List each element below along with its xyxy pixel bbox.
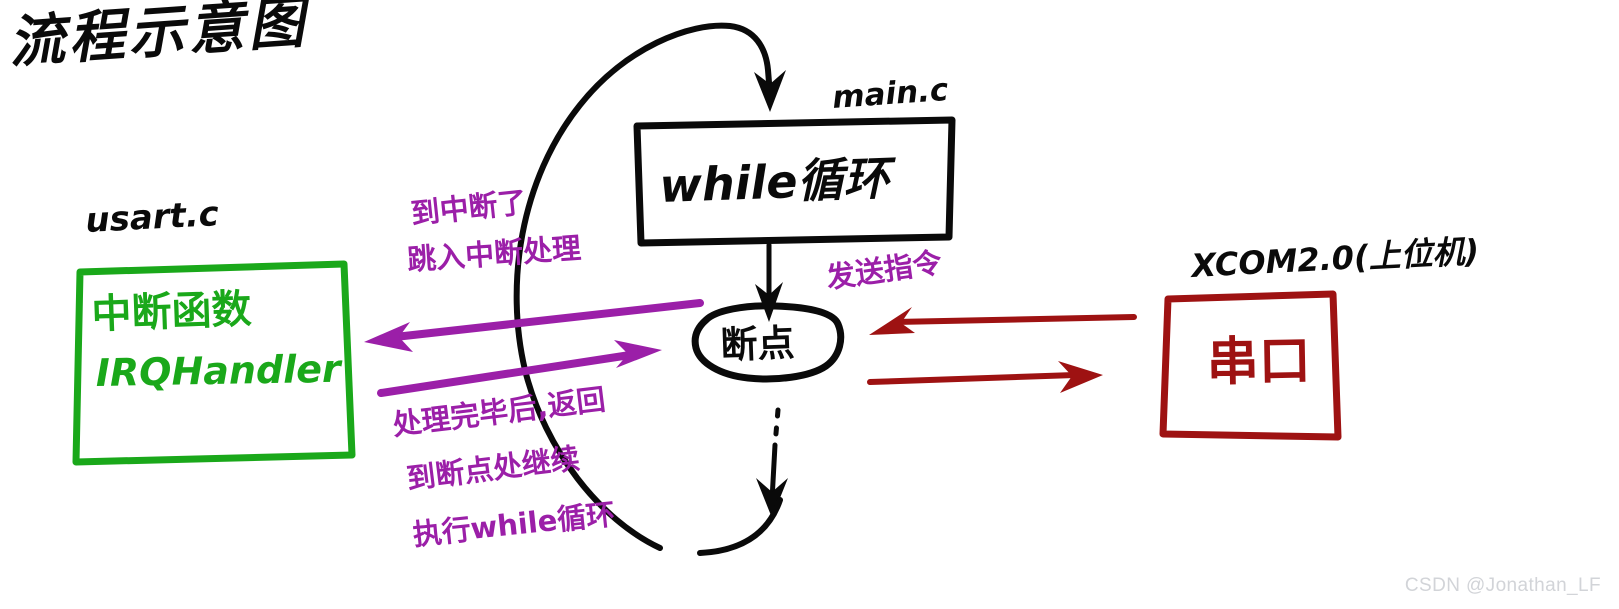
breakpoint-oval-outline	[691, 302, 845, 383]
main-loop-curve-path	[513, 22, 773, 551]
page-title: 流程示意图	[6, 0, 314, 76]
csdn-watermark: CSDN @Jonathan_LF	[1404, 575, 1601, 596]
main-box-text: while循环	[658, 151, 898, 213]
enter-interrupt-arrowhead	[364, 322, 413, 352]
serial-box-outline	[1159, 290, 1342, 441]
breakpoint-continue-arrow	[697, 407, 788, 556]
serial-box-text: 串口	[1206, 331, 1311, 393]
while-to-breakpoint-arrow	[755, 242, 783, 322]
breakpoint-text: 断点	[720, 321, 795, 367]
enter-interrupt-label-line2: 跳入中断处理	[406, 231, 582, 277]
send-command-label: 发送指令	[823, 245, 945, 295]
enter-interrupt-arrow: 到中断了 跳入中断处理	[364, 185, 704, 352]
usart-box-line1: 中断函数	[91, 286, 253, 338]
return-label-line1: 处理完毕后,返回	[390, 382, 608, 442]
breakpoint-continue-shaft	[769, 442, 778, 503]
breakpoint-node-group: 断点	[691, 302, 845, 383]
breakpoint-to-serial-arrowhead	[1058, 361, 1103, 393]
while-to-breakpoint-arrowhead	[755, 282, 783, 322]
breakpoint-to-serial-arrow	[867, 361, 1103, 393]
breakpoint-to-serial-path	[867, 372, 1078, 385]
xcom-label: XCOM2.0(上位机)	[1188, 232, 1480, 285]
main-file-label: main.c	[831, 72, 950, 116]
return-from-interrupt-arrowhead	[614, 340, 662, 368]
serial-to-breakpoint-path	[892, 314, 1137, 325]
main-node-group: main.c while循环	[633, 72, 956, 247]
serial-node-group: XCOM2.0(上位机) 串口	[1159, 232, 1480, 441]
return-from-interrupt-path	[377, 351, 634, 397]
breakpoint-continue-tail-curl	[697, 497, 783, 556]
usart-file-label: usart.c	[84, 194, 219, 241]
main-loop-curve-arrow	[513, 22, 786, 551]
enter-interrupt-path	[391, 299, 704, 341]
serial-to-breakpoint-arrowhead	[869, 307, 915, 335]
usart-box-outline	[72, 260, 356, 466]
serial-to-breakpoint-arrow: 发送指令	[823, 245, 1137, 335]
main-box-outline	[633, 116, 956, 247]
return-label-line2: 到断点处继续	[405, 441, 582, 496]
usart-box-line2: IRQHandler	[95, 347, 343, 395]
main-loop-arrowhead	[754, 70, 786, 112]
breakpoint-continue-path	[772, 407, 781, 448]
return-label-line3: 执行while循环	[411, 497, 616, 552]
usart-node-group: usart.c 中断函数 IRQHandler	[72, 194, 356, 466]
enter-interrupt-label-line1: 到中断了	[409, 185, 528, 231]
breakpoint-continue-arrowhead	[756, 478, 788, 518]
